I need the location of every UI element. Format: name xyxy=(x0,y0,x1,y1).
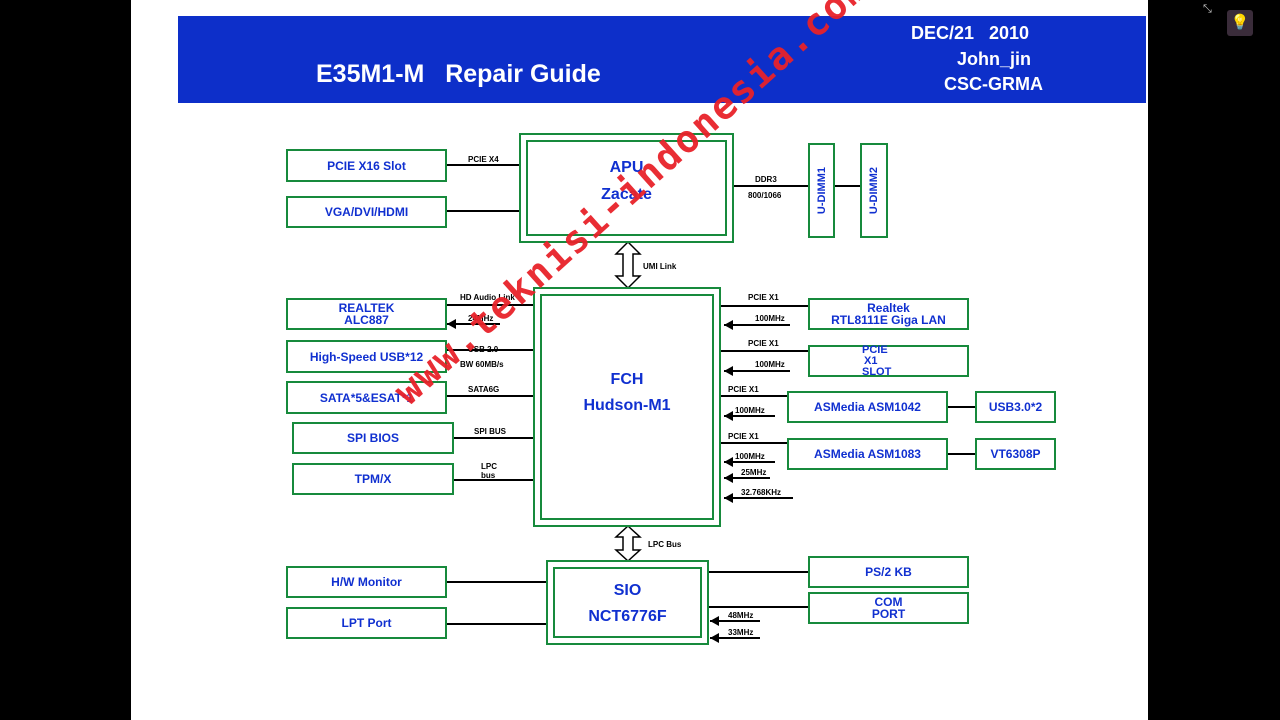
label-spi-bus: SPI BUS xyxy=(474,427,507,436)
sio-block: SIO NCT6776F xyxy=(546,560,709,645)
fch-label: FCH xyxy=(610,371,644,388)
fch-model: Hudson-M1 xyxy=(583,397,671,414)
com-line1: COM xyxy=(874,595,903,609)
label-pcie-x1-lan: PCIE X1 xyxy=(748,293,779,302)
sata-box: SATA*5&ESAT*1 xyxy=(286,381,447,414)
label-48mhz: 48MHz xyxy=(728,611,754,620)
realtek-lan-line1: Realtek xyxy=(867,301,910,315)
label-usb20: USB 2.0 xyxy=(468,345,499,354)
realtek-alc887-box: REALTEK ALC887 xyxy=(286,298,447,330)
ps2-kb-box: PS/2 KB xyxy=(808,556,969,588)
vga-dvi-hdmi-box: VGA/DVI/HDMI xyxy=(286,196,447,228)
realtek-lan-box: Realtek RTL8111E Giga LAN xyxy=(808,298,969,330)
apu-model: Zacate xyxy=(601,186,652,203)
label-bus: bus xyxy=(481,471,496,480)
pcie-x1-slot-box: PCIE X1 SLOT xyxy=(808,343,969,378)
asm1083-box: ASMedia ASM1083 xyxy=(787,438,948,470)
label-lpc-bus: LPC Bus xyxy=(648,540,682,549)
label-32khz: 32.768KHz xyxy=(741,488,782,497)
pcie-slot-line3: SLOT xyxy=(862,365,892,378)
label-bw: BW 60MB/s xyxy=(460,360,504,369)
label-100mhz-slot: 100MHz xyxy=(755,360,785,369)
hw-monitor-box: H/W Monitor xyxy=(286,566,447,598)
usb30-box: USB3.0*2 xyxy=(975,391,1056,423)
lpt-port-box: LPT Port xyxy=(286,607,447,639)
label-100mhz-asm1083: 100MHz xyxy=(735,452,765,461)
realtek-lan-line2: RTL8111E Giga LAN xyxy=(831,313,946,327)
vt6308p-box: VT6308P xyxy=(975,438,1056,470)
tpm-box: TPM/X xyxy=(292,463,454,495)
label-24mhz: 24MHz xyxy=(468,314,494,323)
u-dimm1-box: U-DIMM1 xyxy=(808,143,835,238)
label-ddr3: DDR3 xyxy=(755,175,777,184)
label-sata6g: SATA6G xyxy=(468,385,500,394)
realtek-audio-line2: ALC887 xyxy=(344,313,389,327)
label-100mhz-asm1042: 100MHz xyxy=(735,406,765,415)
label-25mhz: 25MHz xyxy=(741,468,767,477)
sio-model: NCT6776F xyxy=(588,608,667,625)
fch-block: FCH Hudson-M1 xyxy=(533,287,721,527)
label-pcie-x1-asm1083: PCIE X1 xyxy=(728,432,759,441)
header-dept: CSC-GRMA xyxy=(944,74,1043,94)
label-pcie-x1-slot: PCIE X1 xyxy=(748,339,779,348)
label-pcie-x4: PCIE X4 xyxy=(468,155,499,164)
apu-label: APU xyxy=(609,159,644,176)
label-100mhz-lan: 100MHz xyxy=(755,314,785,323)
page-title: E35M1-M Repair Guide xyxy=(316,60,601,88)
label-pcie-x1-asm1042: PCIE X1 xyxy=(728,385,759,394)
com-line2: PORT xyxy=(871,607,906,621)
u-dimm2-label: U-DIMM2 xyxy=(868,166,880,215)
apu-block: APU Zacate xyxy=(519,133,734,243)
header-banner: E35M1-M Repair Guide DEC/21 2010 John_ji… xyxy=(178,16,1146,103)
label-ddr3-speed: 800/1066 xyxy=(748,191,782,200)
realtek-audio-line1: REALTEK xyxy=(338,301,395,315)
pcie-x16-slot-box: PCIE X16 Slot xyxy=(286,149,447,182)
com-port-box: COM PORT xyxy=(808,592,969,624)
u-dimm2-box: U-DIMM2 xyxy=(860,143,888,238)
label-lpc: LPC xyxy=(481,462,497,471)
sio-label: SIO xyxy=(613,582,642,599)
label-hd-audio: HD Audio Link xyxy=(460,293,515,302)
pcie-slot-line1: PCIE xyxy=(862,343,888,356)
header-author: John_jin xyxy=(957,49,1032,69)
label-33mhz: 33MHz xyxy=(728,628,754,637)
usb-high-speed-box: High-Speed USB*12 xyxy=(286,340,447,373)
spi-bios-box: SPI BIOS xyxy=(292,422,454,454)
lightbulb-icon[interactable]: 💡 xyxy=(1227,10,1253,36)
exit-fullscreen-icon[interactable]: ⤡ xyxy=(1203,3,1212,15)
asm1042-box: ASMedia ASM1042 xyxy=(787,391,948,423)
pcie-slot-line2: X1 xyxy=(864,354,878,367)
header-date: DEC/21 2010 xyxy=(911,23,1030,43)
label-umi-link: UMI Link xyxy=(643,262,677,271)
u-dimm1-label: U-DIMM1 xyxy=(815,166,828,215)
